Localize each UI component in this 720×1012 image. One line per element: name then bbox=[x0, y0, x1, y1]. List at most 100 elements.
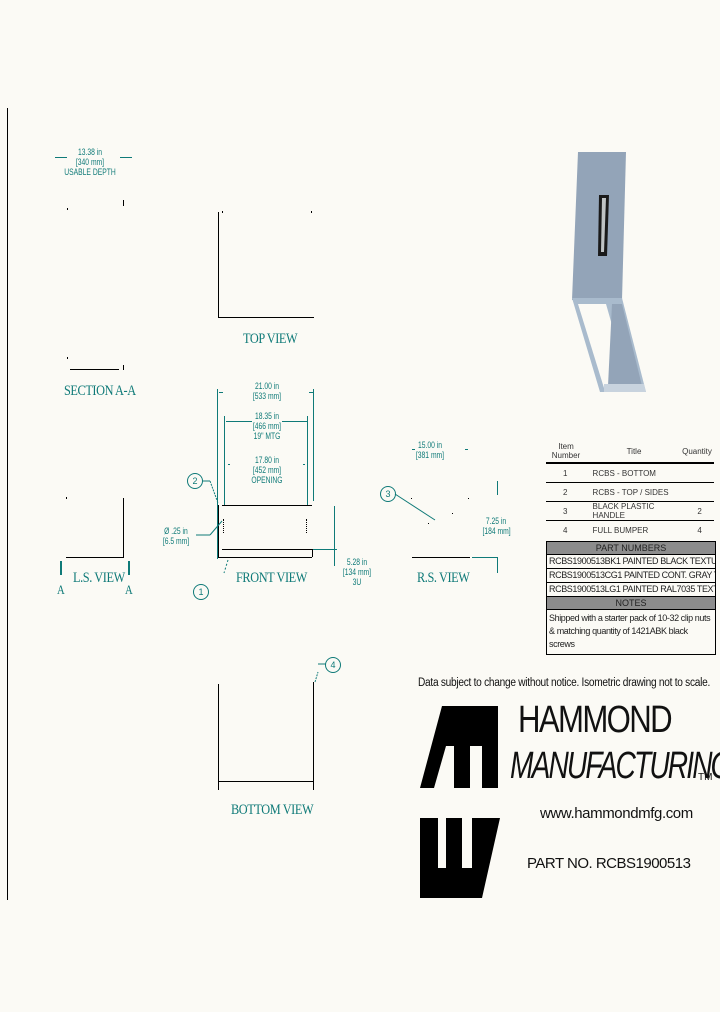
tick bbox=[123, 365, 124, 370]
extension-line bbox=[497, 557, 498, 573]
notes-heading: NOTES bbox=[547, 597, 715, 610]
tick bbox=[123, 200, 124, 206]
arrow bbox=[412, 449, 415, 450]
outline bbox=[123, 498, 124, 558]
outline bbox=[313, 682, 314, 790]
section-cut-right bbox=[128, 561, 130, 575]
notes-text: Shipped with a starter pack of 10-32 cli… bbox=[549, 613, 711, 649]
disclaimer-text: Data subject to change without notice. I… bbox=[418, 677, 711, 689]
ls-view-label: L.S. VIEW bbox=[73, 570, 125, 586]
top-view-label: TOP VIEW bbox=[243, 331, 298, 347]
balloon-1: 1 bbox=[193, 584, 209, 600]
part-number-row: RCBS1900513CG1 PAINTED CONT. GRAY TEXTUR… bbox=[547, 569, 715, 583]
dim-arrow-left bbox=[55, 157, 67, 158]
bom-row: 1 RCBS - BOTTOM bbox=[546, 464, 714, 483]
tick bbox=[67, 208, 68, 210]
isometric-drawing bbox=[572, 152, 646, 392]
arrow bbox=[465, 449, 468, 450]
bom-row: 4 FULL BUMPER 4 bbox=[546, 521, 714, 539]
part-numbers-table: PART NUMBERS RCBS1900513BK1 PAINTED BLAC… bbox=[546, 541, 716, 655]
hole-dimension: Ø .25 in [6.5 mm] bbox=[162, 526, 190, 546]
bill-of-materials: Item Number Title Quantity 1 RCBS - BOTT… bbox=[546, 440, 714, 539]
outline bbox=[218, 317, 314, 318]
extension-line bbox=[334, 506, 335, 566]
section-marker-right: A bbox=[125, 582, 133, 597]
tick bbox=[67, 357, 68, 359]
opening-dimension: 17.80 in [452 mm] OPENING bbox=[251, 455, 283, 485]
point bbox=[411, 498, 412, 499]
bom-row: 3 BLACK PLASTIC HANDLE 2 bbox=[546, 502, 714, 521]
outline bbox=[218, 557, 312, 558]
arrow bbox=[303, 464, 305, 465]
brand-name-line1: HAMMOND bbox=[518, 699, 673, 741]
dimension-line bbox=[282, 421, 307, 422]
bottom-view-label: BOTTOM VIEW bbox=[231, 802, 314, 818]
bom-row: 2 RCBS - TOP / SIDES bbox=[546, 483, 714, 502]
sheet-border-line bbox=[7, 108, 8, 900]
point bbox=[428, 523, 429, 524]
balloon-2: 2 bbox=[187, 473, 203, 489]
outline bbox=[218, 684, 219, 790]
bom-qty: 2 bbox=[697, 506, 702, 516]
rs-height-dimension: 7.25 in [184 mm] bbox=[482, 516, 511, 536]
bom-header-title: Title bbox=[626, 446, 642, 456]
arrow bbox=[219, 392, 223, 393]
extension-line bbox=[472, 557, 498, 558]
outline bbox=[66, 557, 124, 558]
trademark-symbol: TM bbox=[698, 772, 713, 783]
extension-line bbox=[313, 549, 337, 550]
tick bbox=[311, 211, 312, 213]
point bbox=[452, 513, 453, 514]
brand-name-line2: MANUFACTURING bbox=[510, 745, 720, 787]
hammond-logo-bottom-icon bbox=[420, 818, 500, 898]
rs-view-label: R.S. VIEW bbox=[417, 570, 470, 586]
section-aa-label: SECTION A-A bbox=[64, 383, 136, 399]
outline bbox=[218, 505, 219, 557]
point bbox=[468, 498, 469, 499]
tick bbox=[66, 497, 67, 499]
front-view-label: FRONT VIEW bbox=[236, 570, 307, 586]
bom-item: 1 bbox=[563, 468, 568, 478]
extension-line bbox=[217, 389, 218, 559]
section-marker-left: A bbox=[57, 582, 65, 597]
overall-width-dimension: 21.00 in [533 mm] bbox=[252, 381, 282, 401]
dimension-line bbox=[226, 421, 252, 422]
balloon-4: 4 bbox=[325, 657, 341, 673]
outline bbox=[222, 505, 312, 506]
dim-arrow-right bbox=[120, 157, 132, 158]
extension-line bbox=[313, 389, 314, 501]
rs-depth-dimension: 15.00 in [381 mm] bbox=[415, 440, 445, 460]
extension-line bbox=[224, 416, 225, 506]
website-link[interactable]: www.hammondmfg.com bbox=[540, 805, 693, 822]
tick bbox=[222, 211, 223, 213]
balloon-3: 3 bbox=[380, 486, 396, 502]
outline bbox=[222, 549, 312, 550]
extension-line bbox=[307, 416, 308, 506]
outline bbox=[218, 781, 314, 782]
hole-row-right bbox=[306, 519, 308, 533]
part-numbers-heading: PART NUMBERS bbox=[547, 542, 715, 555]
bom-qty: 4 bbox=[697, 525, 702, 535]
bom-title: RCBS - BOTTOM bbox=[592, 468, 656, 478]
bom-item: 3 bbox=[563, 506, 568, 516]
hammond-logo-top-icon bbox=[420, 706, 498, 788]
front-height-dimension: 5.28 in [134 mm] 3U bbox=[342, 557, 372, 587]
section-line bbox=[70, 369, 119, 370]
bom-item: 4 bbox=[563, 525, 568, 535]
outline bbox=[312, 549, 313, 557]
part-number-row: RCBS1900513LG1 PAINTED RAL7035 TEXTURED bbox=[547, 583, 715, 597]
bom-item: 2 bbox=[563, 487, 568, 497]
part-number-label: PART NO. RCBS1900513 bbox=[527, 855, 691, 872]
outline bbox=[412, 557, 470, 558]
bom-header-qty: Quantity bbox=[682, 446, 712, 456]
bom-title: RCBS - TOP / SIDES bbox=[592, 487, 669, 497]
arrow bbox=[309, 392, 313, 393]
bom-header-item: Item Number bbox=[551, 442, 581, 460]
bom-title: FULL BUMPER bbox=[592, 525, 649, 535]
arrow bbox=[228, 464, 230, 465]
mounting-dimension: 18.35 in [466 mm] 19" MTG bbox=[252, 411, 282, 441]
bom-title: BLACK PLASTIC HANDLE bbox=[592, 502, 655, 520]
outline bbox=[218, 212, 219, 318]
extension-line bbox=[497, 481, 498, 495]
